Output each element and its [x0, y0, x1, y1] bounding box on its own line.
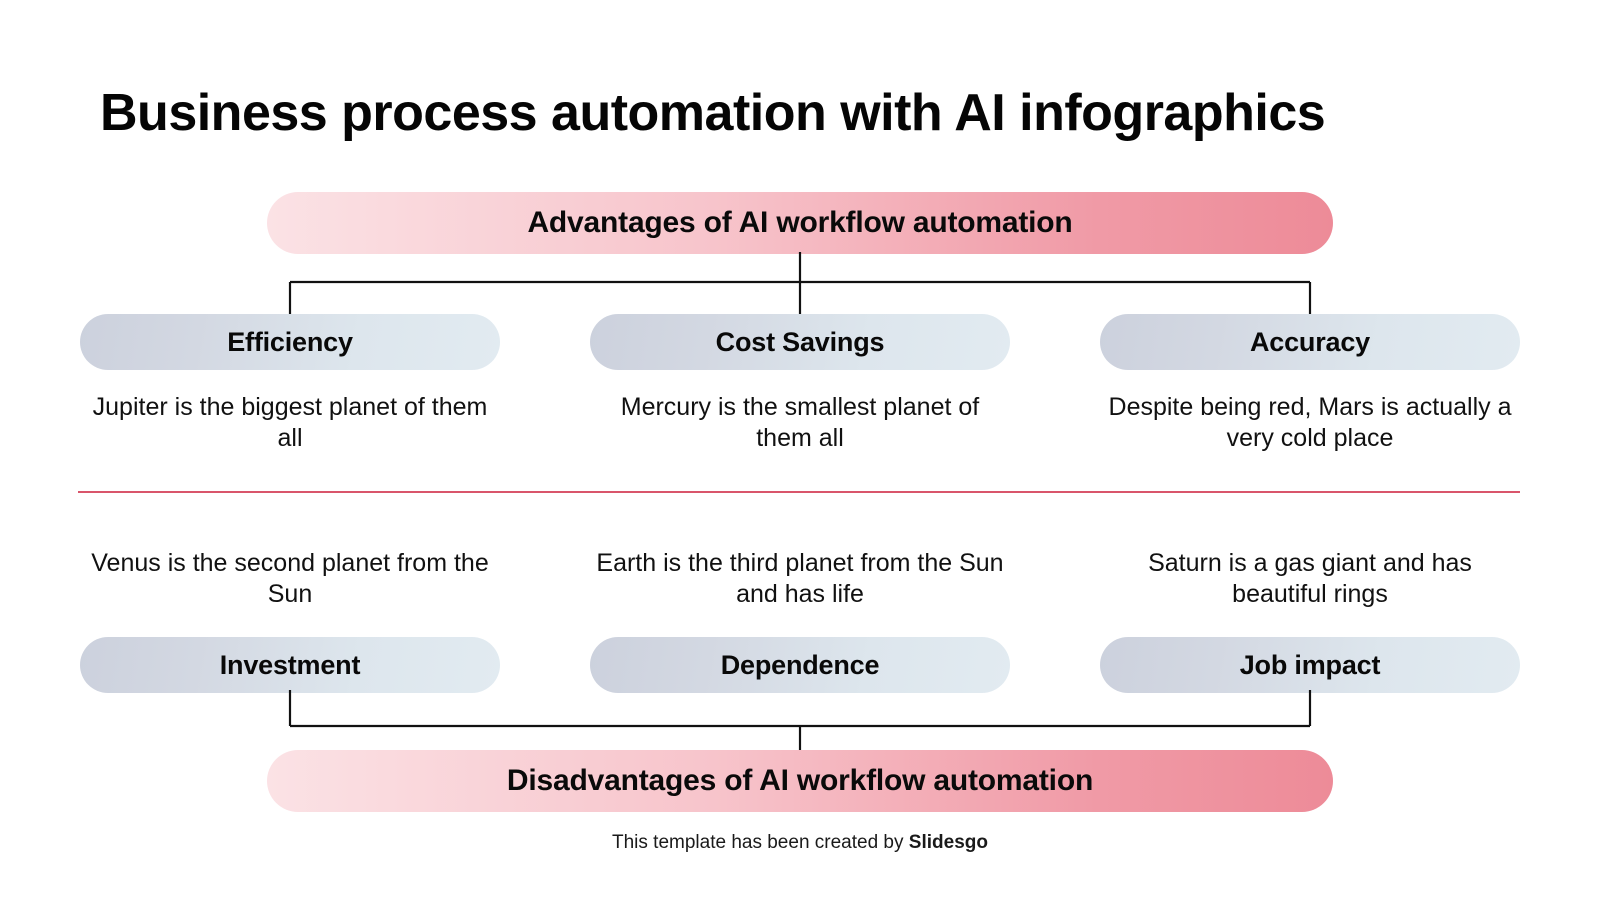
category-pill-job-impact[interactable]: Job impact	[1100, 637, 1520, 693]
section-divider	[78, 491, 1520, 493]
category-description-efficiency: Jupiter is the biggest planet of them al…	[92, 393, 488, 453]
category-description-accuracy: Despite being red, Mars is actually a ve…	[1108, 393, 1512, 453]
category-label: Cost Savings	[715, 326, 885, 357]
credit-prefix: This template has been created by	[612, 832, 909, 853]
category-pill-dependence[interactable]: Dependence	[590, 637, 1010, 693]
category-pill-investment[interactable]: Investment	[80, 637, 500, 693]
category-label: Accuracy	[1250, 326, 1370, 357]
category-label: Dependence	[720, 649, 880, 680]
category-description-job-impact: Saturn is a gas giant and has beautiful …	[1148, 549, 1472, 609]
category-pill-accuracy[interactable]: Accuracy	[1100, 314, 1520, 370]
category-description-investment: Venus is the second planet from the Sun	[91, 549, 489, 609]
disadvantages-banner[interactable]: Disadvantages of AI workflow automation	[267, 750, 1333, 812]
page-title: Business process automation with AI info…	[100, 84, 1326, 142]
advantages-connector	[288, 252, 1312, 318]
category-pill-cost-savings[interactable]: Cost Savings	[590, 314, 1010, 370]
advantages-banner-label: Advantages of AI workflow automation	[527, 206, 1073, 239]
disadvantages-banner-label: Disadvantages of AI workflow automation	[506, 764, 1094, 797]
category-description-dependence: Earth is the third planet from the Sun a…	[596, 549, 1004, 609]
category-pill-efficiency[interactable]: Efficiency	[80, 314, 500, 370]
template-credit: This template has been created by Slides…	[0, 832, 1600, 854]
advantages-banner[interactable]: Advantages of AI workflow automation	[267, 192, 1333, 254]
category-label: Job impact	[1239, 649, 1381, 680]
category-description-cost-savings: Mercury is the smallest planet of them a…	[620, 393, 980, 453]
category-label: Investment	[219, 649, 361, 680]
disadvantages-connector	[288, 690, 1312, 756]
category-label: Efficiency	[227, 326, 353, 357]
credit-brand: Slidesgo	[908, 832, 988, 853]
